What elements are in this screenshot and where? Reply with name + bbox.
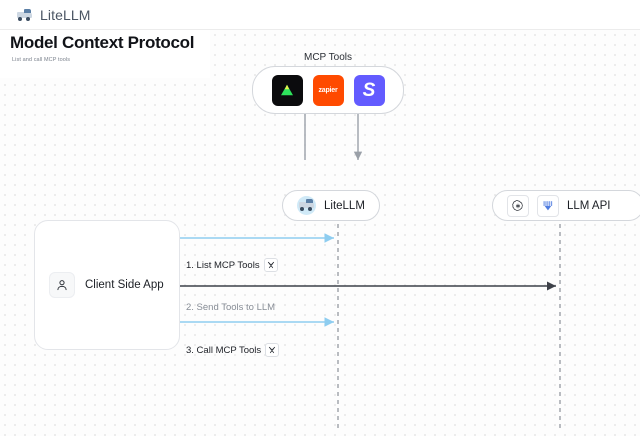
anthropic-icon <box>537 194 559 217</box>
app-bar: LiteLLM <box>0 0 640 30</box>
zapier-wordmark: zapier <box>318 86 338 94</box>
openai-icon <box>507 194 529 217</box>
node-llm-api-label: LLM API <box>567 199 611 212</box>
tool-chip-linear[interactable] <box>271 74 303 106</box>
tool-chip-stripe[interactable]: S <box>353 74 385 106</box>
litellm-truck-logo-icon <box>16 8 34 22</box>
wrench-icon <box>263 258 278 272</box>
wrench-icon <box>265 343 280 357</box>
node-client-side-app[interactable]: Client Side App <box>34 220 180 350</box>
edge-3-text: 3. Call MCP Tools <box>186 344 262 356</box>
node-client-side-app-label: Client Side App <box>85 279 164 291</box>
edge-1-text: 1. List MCP Tools <box>186 259 260 271</box>
node-llm-api[interactable]: LLM API <box>492 190 640 221</box>
mcp-tools-label: MCP Tools <box>304 52 352 63</box>
user-icon <box>49 272 75 298</box>
page-subtitle: List and call MCP tools <box>12 57 71 63</box>
page-title: Model Context Protocol <box>10 33 195 52</box>
edge-3-label: 3. Call MCP Tools <box>186 343 280 357</box>
tool-chip-zapier[interactable]: zapier <box>312 74 344 106</box>
edge-1-label: 1. List MCP Tools <box>186 258 278 272</box>
litellm-avatar-icon <box>297 196 316 215</box>
diagram-canvas[interactable]: MCP Tools zapier S LiteLLM <box>0 30 640 436</box>
mcp-tools-group: MCP Tools zapier S <box>252 52 404 114</box>
brand-name: LiteLLM <box>40 6 91 23</box>
node-litellm[interactable]: LiteLLM <box>282 190 380 221</box>
edge-2-text: 2. Send Tools to LLM <box>186 302 276 313</box>
linear-triangle-icon <box>281 84 293 96</box>
edge-2-label: 2. Send Tools to LLM <box>186 302 275 313</box>
mcp-tools-box[interactable]: zapier S <box>252 66 404 114</box>
stripe-s-icon: S <box>362 79 376 101</box>
node-litellm-label: LiteLLM <box>324 199 365 212</box>
page-heading: Model Context Protocol List and call MCP… <box>10 30 194 63</box>
